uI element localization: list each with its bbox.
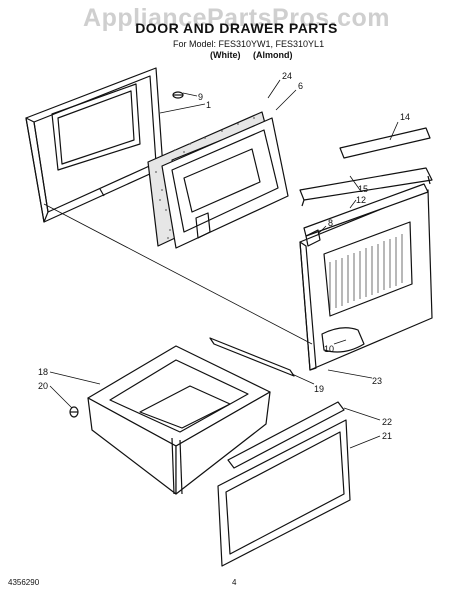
door-handle (299, 127, 433, 207)
drawer-front-panel (217, 419, 351, 567)
callout-12: 12 (356, 195, 366, 205)
callout-1: 1 (206, 100, 211, 110)
callout-15: 15 (358, 184, 368, 194)
callout-21: 21 (382, 431, 392, 441)
callout-9: 9 (198, 92, 203, 102)
callout-6: 6 (298, 81, 303, 91)
callout-8: 8 (328, 218, 333, 228)
callout-22: 22 (382, 417, 392, 427)
callout-14: 14 (400, 112, 410, 122)
drawer-glide (227, 401, 345, 469)
door-clip (305, 229, 321, 247)
drawer-rail (209, 337, 295, 377)
color-white-label: (White) (210, 50, 241, 60)
callout-24: 24 (282, 71, 292, 81)
page-number: 4 (232, 578, 237, 587)
inner-door-liner (161, 117, 289, 249)
callout-18: 18 (38, 367, 48, 377)
model-line: For Model: FES310YW1, FES310YL1 (173, 39, 325, 49)
part-number: 4356290 (8, 578, 40, 587)
callout-10: 10 (324, 344, 334, 354)
callout-19: 19 (314, 384, 324, 394)
callout-23: 23 (372, 376, 382, 386)
page-title: DOOR AND DRAWER PARTS (135, 20, 338, 36)
storage-drawer (87, 345, 271, 495)
screw (172, 91, 184, 99)
alignment-line (43, 203, 313, 345)
watermark: AppliancePartsPros.com (83, 4, 390, 32)
outer-door-frame (25, 67, 164, 223)
callout-20: 20 (38, 381, 48, 391)
outer-door-panel (299, 183, 433, 371)
color-almond-label: (Almond) (253, 50, 293, 60)
drawer-bumper (69, 406, 79, 418)
